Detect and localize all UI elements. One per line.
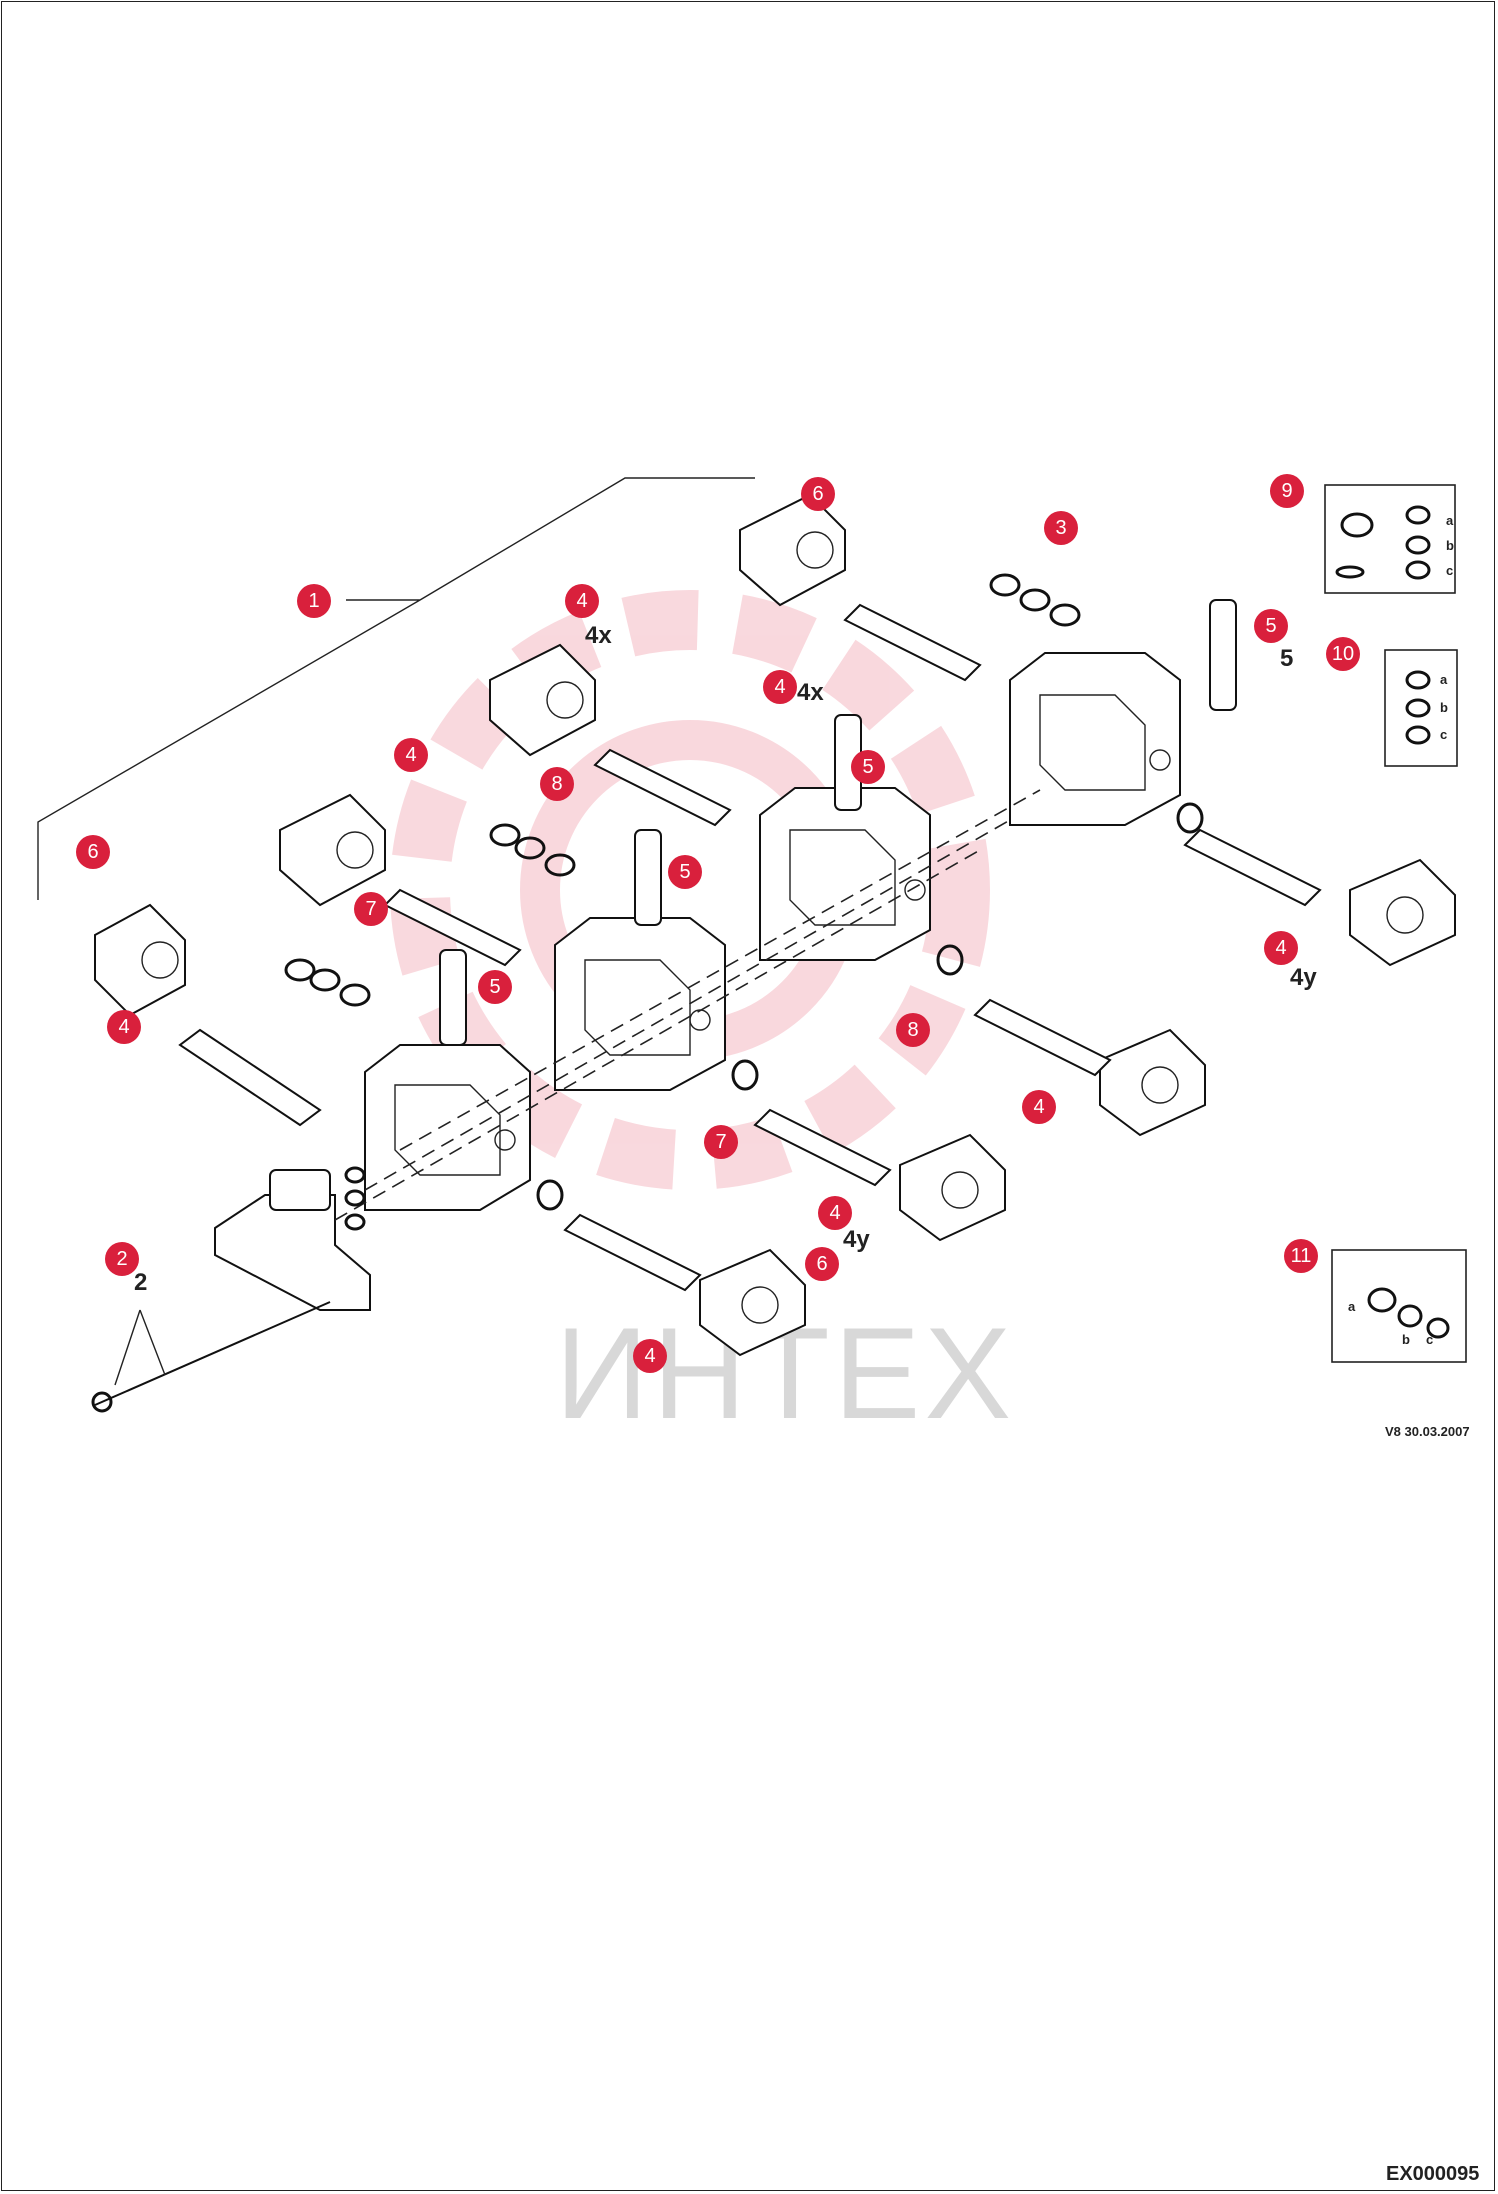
svg-text:4: 4 (829, 1202, 840, 1224)
kit10-label-c: c (1440, 727, 1447, 742)
valve-section-1 (364, 1044, 531, 1211)
valve-section-2 (554, 917, 726, 1091)
svg-text:3: 3 (1055, 517, 1066, 539)
callout-4h: 4 (633, 1339, 667, 1373)
callout-5d: 5 (478, 970, 512, 1004)
callout-4b: 4 (763, 670, 797, 704)
callout-4d: 4 (107, 1010, 141, 1044)
callout-7b: 7 (704, 1125, 738, 1159)
callout-9: 9 (1270, 474, 1304, 508)
svg-text:4: 4 (405, 744, 416, 766)
svg-text:5: 5 (679, 861, 690, 883)
svg-text:9: 9 (1281, 480, 1292, 502)
callout-4e: 4 (1264, 931, 1298, 965)
svg-text:4: 4 (644, 1345, 655, 1367)
svg-text:2: 2 (116, 1248, 127, 1270)
svg-text:11: 11 (1291, 1245, 1312, 1267)
callout-2: 2 (105, 1242, 139, 1276)
svg-text:4: 4 (1275, 937, 1286, 959)
svg-text:5: 5 (1265, 615, 1276, 637)
callout-6b: 6 (76, 835, 110, 869)
relief-valves (439, 599, 1237, 1046)
callout-11: 11 (1284, 1239, 1318, 1273)
valve-section-4 (1009, 652, 1181, 826)
svg-text:4: 4 (774, 676, 785, 698)
document-code: EX000095 (1386, 2163, 1479, 2185)
callout-4a: 4 (565, 584, 599, 618)
svg-text:1: 1 (308, 590, 319, 612)
svg-text:5: 5 (489, 976, 500, 998)
svg-text:6: 6 (87, 841, 98, 863)
drawing-date: V8 30.03.2007 (1385, 1424, 1470, 1439)
svg-text:10: 10 (1332, 643, 1354, 665)
kit11-label-c: c (1426, 1332, 1433, 1347)
callout-6c: 6 (805, 1247, 839, 1281)
leader-2 (114, 1309, 166, 1386)
kit9-label-a: a (1446, 513, 1454, 528)
assembly-lines (334, 789, 1041, 1221)
end-cover (214, 1169, 371, 1311)
callouts: 1 2 3 4 4 4 4 4 4 4 4 5 5 5 5 6 6 6 7 7 … (76, 474, 1360, 1373)
svg-text:4: 4 (1033, 1096, 1044, 1118)
kit9-label-c: c (1446, 563, 1453, 578)
callout-5a: 5 (1254, 609, 1288, 643)
kit9-label-b: b (1446, 538, 1454, 553)
label-5-side: 5 (1280, 645, 1293, 672)
label-4y-1: 4y (1290, 964, 1317, 991)
leader-1 (37, 477, 755, 900)
callout-1: 1 (297, 584, 331, 618)
kit11-label-b: b (1402, 1332, 1410, 1347)
label-4x-1: 4x (585, 622, 612, 649)
label-4x-2: 4x (797, 679, 824, 706)
solenoid-row-right (699, 858, 1456, 1357)
solenoid-row-left (94, 493, 846, 1127)
callout-3: 3 (1044, 511, 1078, 545)
callout-8b: 8 (896, 1013, 930, 1047)
label-4y-2: 4y (843, 1226, 870, 1253)
callout-5b: 5 (851, 750, 885, 784)
svg-text:8: 8 (907, 1019, 918, 1041)
kit11-label-a: a (1348, 1299, 1356, 1314)
label-2: 2 (134, 1269, 147, 1296)
svg-text:7: 7 (365, 898, 376, 920)
valve-section-3 (759, 787, 931, 961)
svg-text:4: 4 (576, 590, 587, 612)
kit-11-box (1331, 1249, 1467, 1363)
svg-text:7: 7 (715, 1131, 726, 1153)
callout-5c: 5 (668, 855, 702, 889)
callout-4f: 4 (1022, 1090, 1056, 1124)
spools (383, 603, 1322, 1292)
kit10-label-a: a (1440, 672, 1448, 687)
svg-text:8: 8 (551, 773, 562, 795)
callout-6a: 6 (801, 477, 835, 511)
callout-4g: 4 (818, 1196, 852, 1230)
svg-text:6: 6 (812, 483, 823, 505)
svg-text:4: 4 (118, 1016, 129, 1038)
svg-text:6: 6 (816, 1253, 827, 1275)
callout-10: 10 (1326, 637, 1360, 671)
kit10-label-b: b (1440, 700, 1448, 715)
tie-rod (91, 1301, 331, 1413)
callout-4c: 4 (394, 738, 428, 772)
callout-8a: 8 (540, 767, 574, 801)
callout-7a: 7 (354, 892, 388, 926)
kit-10-box (1384, 649, 1458, 767)
svg-text:5: 5 (862, 756, 873, 778)
kit-9-box (1324, 484, 1456, 594)
o-rings (284, 573, 1204, 1231)
